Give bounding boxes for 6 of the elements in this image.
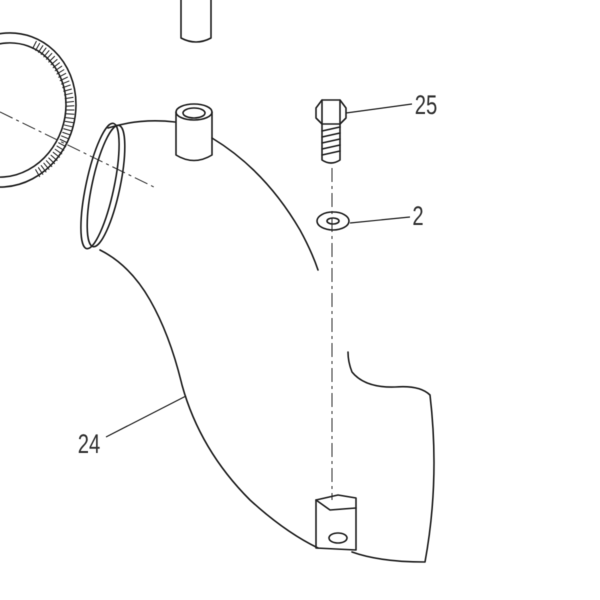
leader-line <box>350 216 410 224</box>
leader-line <box>346 103 412 114</box>
leader-line <box>106 395 186 438</box>
callout-number: 2 <box>408 200 428 232</box>
callout-number: 24 <box>76 427 102 461</box>
callout-number: 25 <box>414 88 438 122</box>
